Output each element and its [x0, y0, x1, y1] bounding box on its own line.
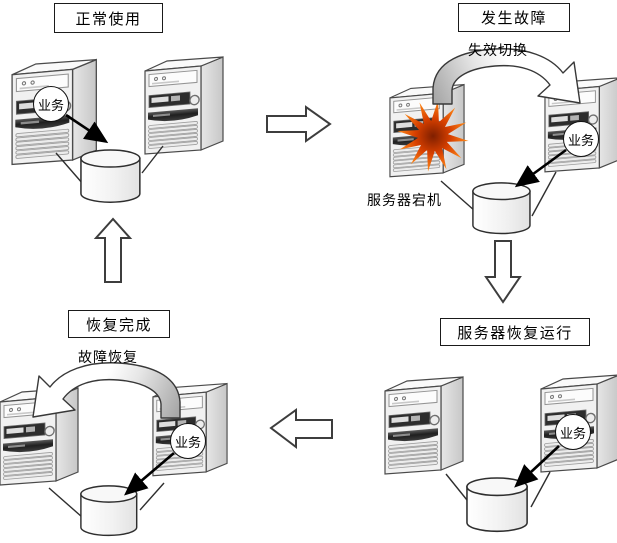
down-block-arrow-icon	[484, 240, 522, 304]
storage-link-line	[440, 180, 476, 212]
stage-title-recovered: 服务器恢复运行	[440, 318, 590, 346]
storage-link-line	[141, 145, 164, 174]
stage-title-failure: 发生故障	[458, 3, 570, 32]
server-tower-icon	[144, 56, 224, 155]
server-crash-label: 服务器宕机	[367, 192, 442, 208]
storage-link-line	[48, 487, 83, 518]
stage-title-complete: 恢复完成	[68, 310, 170, 338]
service-to-db-arrow	[514, 445, 560, 488]
right-block-arrow-icon	[266, 105, 332, 143]
failover-label: 失效切换	[468, 42, 528, 58]
left-block-arrow-icon	[269, 408, 333, 450]
up-block-arrow-icon	[93, 217, 133, 283]
storage-link-line	[530, 471, 551, 508]
service-to-db-arrow	[124, 452, 175, 496]
failure-recovery-label: 故障恢复	[78, 349, 138, 365]
explosion-burst-icon	[397, 100, 469, 172]
service-to-db-arrow	[65, 113, 109, 144]
database-cylinder-icon	[472, 182, 531, 235]
server-tower-icon	[384, 376, 464, 475]
database-cylinder-icon	[466, 477, 528, 533]
storage-link-line	[139, 482, 165, 511]
database-cylinder-icon	[80, 149, 141, 203]
service-to-db-arrow	[514, 148, 567, 188]
service-badge: 业务	[555, 414, 591, 450]
service-badge: 业务	[170, 423, 206, 459]
service-badge: 业务	[33, 86, 69, 122]
storage-link-line	[531, 171, 557, 217]
service-badge: 业务	[563, 121, 599, 157]
stage-title-normal: 正常使用	[54, 3, 163, 33]
storage-link-line	[55, 152, 84, 185]
